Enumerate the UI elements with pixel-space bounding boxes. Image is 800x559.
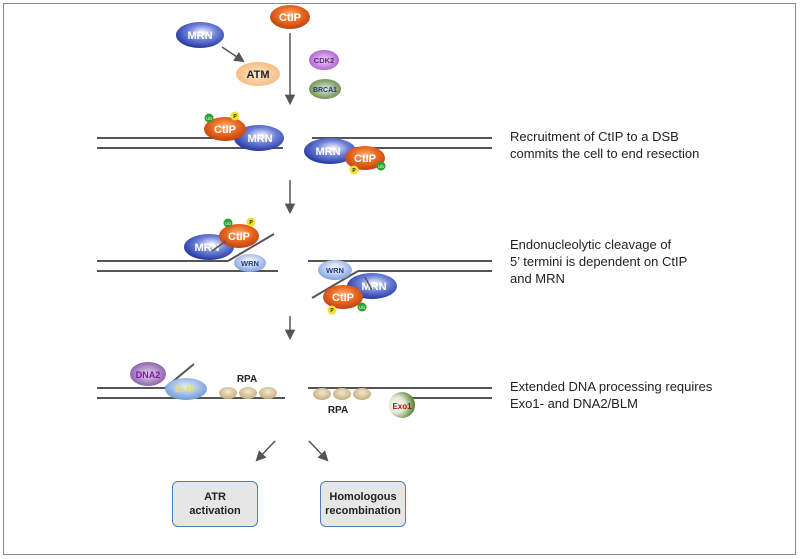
ub-badge-left-step1: Ub [204, 113, 214, 123]
svg-text:P: P [352, 168, 356, 174]
rpa-label-right: RPA [328, 405, 348, 416]
atr-activation-box: ATR activation [172, 481, 258, 527]
mrn-left-step1: MRN [234, 125, 284, 151]
svg-text:Ub: Ub [225, 221, 231, 226]
brca1-protein: BRCA1 [309, 79, 341, 99]
step2-line3: and MRN [510, 271, 565, 286]
ub-badge-right-step1: Ub [376, 161, 386, 171]
svg-text:P: P [330, 308, 334, 314]
atm-protein: ATM [236, 62, 280, 86]
p-badge-right-step2: P [327, 305, 337, 315]
figure-frame [3, 3, 796, 555]
svg-text:ATM: ATM [246, 69, 269, 81]
cleavage-strand-left [211, 240, 227, 252]
atr-box-line2: activation [189, 505, 241, 517]
ub-badge-left-step2: Ub [223, 218, 233, 228]
ctip-left-step2: CtIP [219, 224, 259, 248]
svg-text:Ub: Ub [359, 305, 365, 310]
mrn-right-step1: MRN [304, 138, 356, 164]
hr-box-line1: Homologous [329, 491, 397, 503]
p-badge-left-step2: P [246, 217, 256, 227]
svg-text:Exo1: Exo1 [392, 402, 412, 411]
cdk2-protein: CDK2 [309, 50, 339, 70]
step1-description: Recruitment of CtIP to a DSB commits the… [510, 128, 699, 162]
svg-text:MRN: MRN [187, 30, 212, 42]
svg-text:CtIP: CtIP [354, 153, 376, 165]
step3-line1: Extended DNA processing requires [510, 379, 713, 394]
ctip-right-step2: CtIP [323, 285, 363, 309]
wrn-right-step2: WRN [318, 260, 352, 280]
blm-protein: BLM [165, 378, 207, 400]
ub-badge-right-step2: Ub [357, 302, 367, 312]
svg-text:BRCA1: BRCA1 [313, 87, 337, 94]
svg-text:DNA2: DNA2 [136, 370, 161, 380]
step3-description: Extended DNA processing requires Exo1- a… [510, 378, 712, 412]
p-badge-right-step1: P [349, 165, 359, 175]
ctip-right-step1: CtIP [345, 146, 385, 170]
rpa-cluster-left [219, 387, 277, 399]
arrow-to-atr [255, 440, 276, 462]
svg-text:CtIP: CtIP [228, 231, 250, 243]
step2-description: Endonucleolytic cleavage of 5’ termini i… [510, 236, 687, 287]
dna-right-step3 [308, 387, 492, 399]
step2-line2: 5’ termini is dependent on CtIP [510, 254, 688, 269]
step1-line2: commits the cell to end resection [510, 146, 700, 161]
svg-text:P: P [233, 114, 237, 120]
svg-text:CtIP: CtIP [214, 124, 236, 136]
svg-text:P: P [249, 220, 253, 226]
rpa-cluster-right [313, 388, 371, 400]
ctip-left-step1: CtIP [204, 117, 246, 141]
svg-text:CDK2: CDK2 [314, 56, 334, 65]
ctip-protein-top: CtIP [270, 5, 310, 29]
p-badge-left-step1: P [230, 111, 240, 121]
rpa-label-left: RPA [237, 374, 257, 385]
atr-box-line1: ATR [204, 491, 226, 503]
svg-text:MRN: MRN [247, 133, 272, 145]
hr-box-line2: recombination [325, 505, 401, 517]
svg-text:MRN: MRN [194, 242, 219, 254]
svg-text:Ub: Ub [206, 116, 212, 121]
svg-text:CtIP: CtIP [279, 12, 301, 24]
mrn-protein-top: MRN [176, 22, 224, 48]
svg-text:CtIP: CtIP [332, 292, 354, 304]
svg-text:Ub: Ub [378, 164, 384, 169]
wrn-left-step2: WRN [234, 254, 266, 272]
svg-text:MRN: MRN [361, 281, 386, 293]
step2-line1: Endonucleolytic cleavage of [510, 237, 672, 252]
svg-text:MRN: MRN [315, 146, 340, 158]
dna2-protein: DNA2 [130, 362, 166, 386]
svg-text:WRN: WRN [326, 266, 344, 275]
cleavage-strand-right [364, 276, 373, 291]
step3-line2: Exo1- and DNA2/BLM [510, 396, 638, 411]
arrow-to-hr [308, 440, 329, 462]
svg-text:WRN: WRN [241, 259, 259, 268]
homologous-recombination-box: Homologous recombination [320, 481, 406, 527]
step1-line1: Recruitment of CtIP to a DSB [510, 129, 679, 144]
mrn-to-atm-arrow [221, 46, 245, 63]
svg-text:BLM: BLM [175, 384, 193, 394]
exo1-protein: Exo1 [389, 392, 415, 418]
